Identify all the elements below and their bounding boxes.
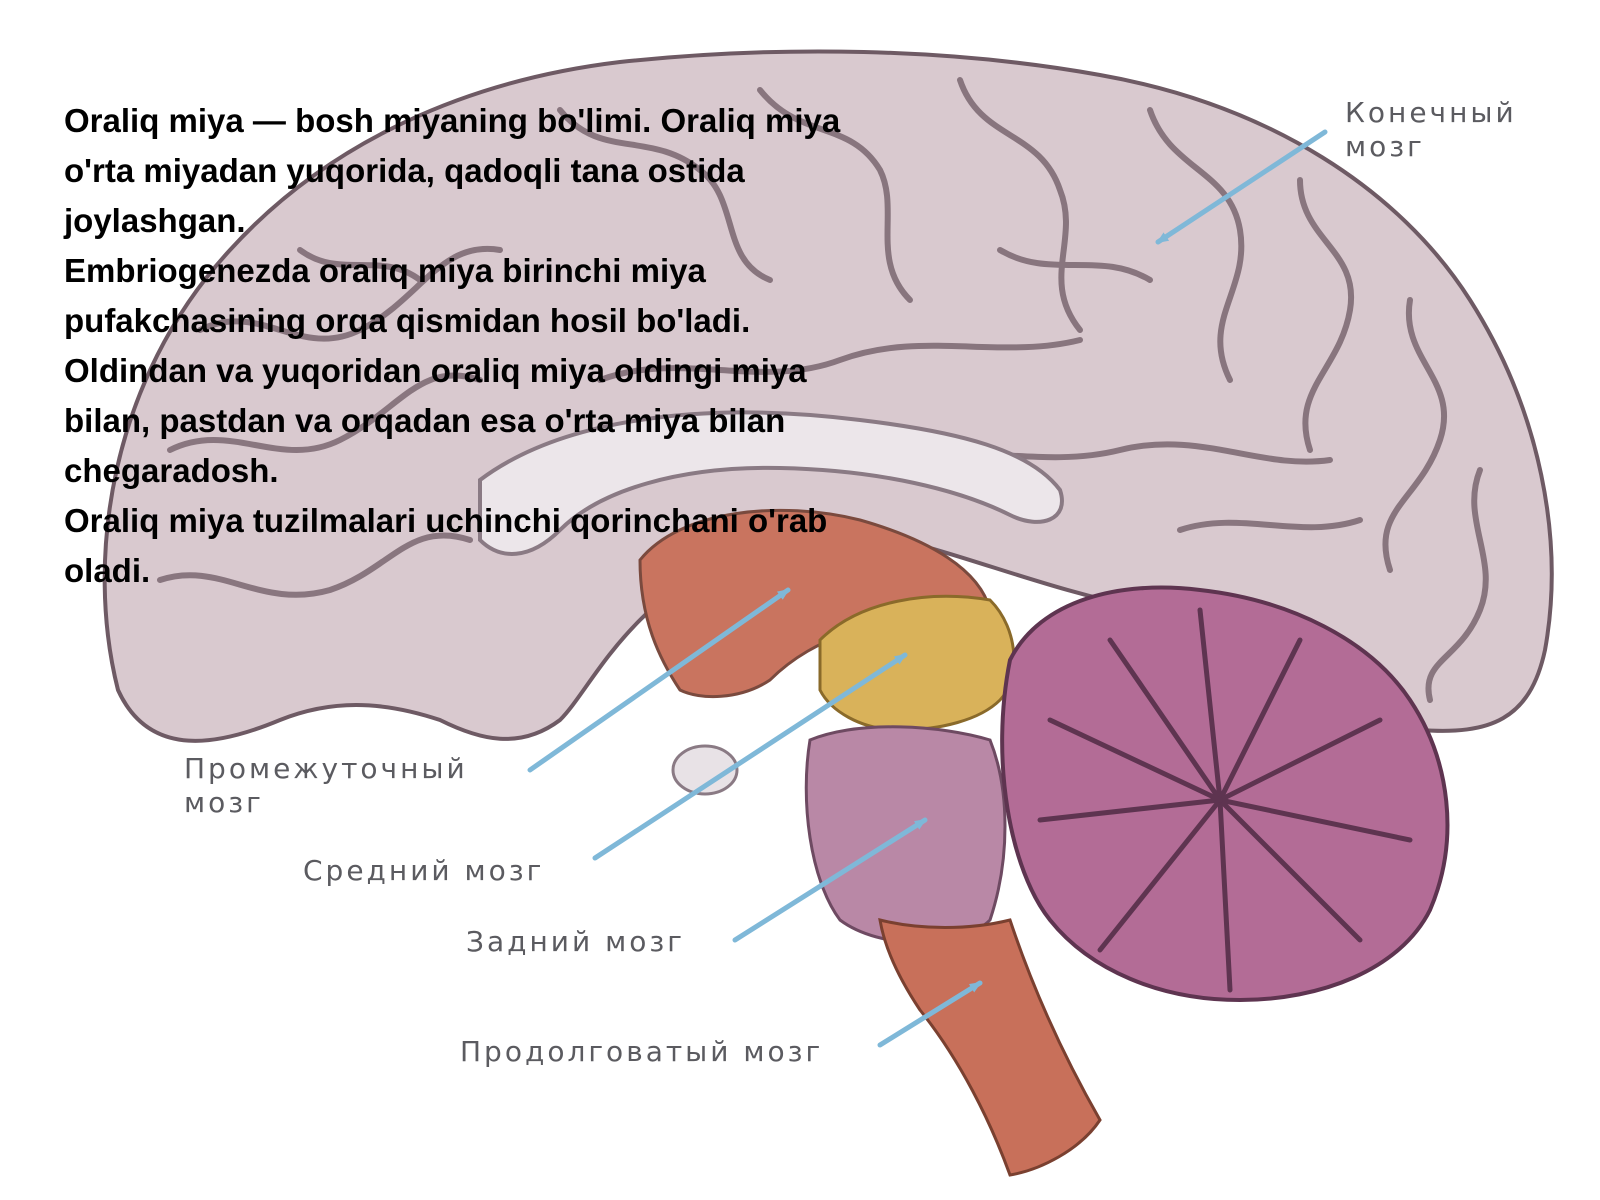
label-telencephalon: Конечный мозг <box>1345 96 1517 163</box>
label-diencephalon: Промежуточный мозг <box>184 752 468 819</box>
pituitary <box>671 744 739 796</box>
medulla-oblongata-region <box>878 917 1102 1177</box>
paragraph-third-ventricle: Oraliq miya tuzilmalari uchinchi qorinch… <box>64 502 828 589</box>
cerebellum-folia <box>1037 607 1413 993</box>
label-medulla-oblongata: Продолговатый мозг <box>460 1035 824 1068</box>
corpus-callosum <box>478 410 1064 556</box>
slide-body-text: Oraliq miya — bosh miyaning bo'limi. Ora… <box>64 96 854 596</box>
label-hindbrain: Задний мозг <box>466 925 685 958</box>
label-midbrain: Средний мозг <box>303 854 545 887</box>
paragraph-definition: Oraliq miya — bosh miyaning bo'limi. Ora… <box>64 102 841 239</box>
label-arrows <box>527 129 1328 1048</box>
paragraph-embryogenesis: Embriogenezda oraliq miya birinchi miya … <box>64 252 807 489</box>
